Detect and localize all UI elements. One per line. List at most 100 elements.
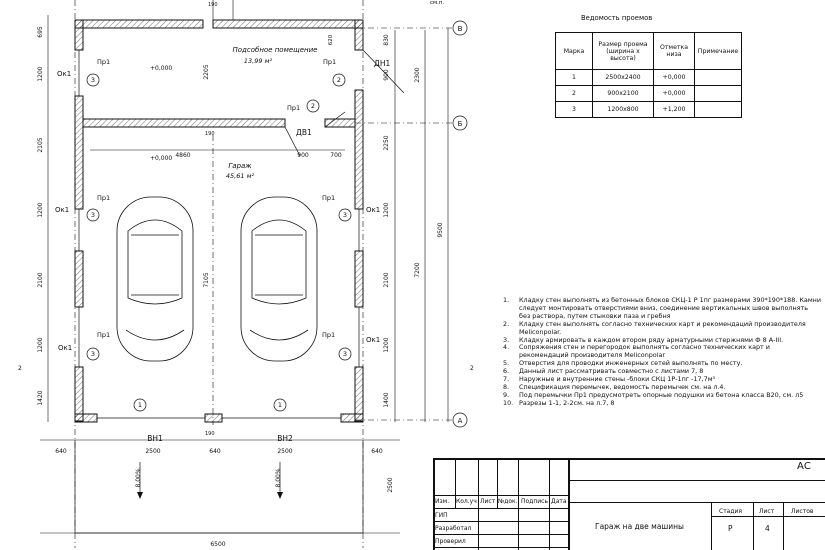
dim-text: 700 [330,152,342,159]
dim-text: 830 [383,34,390,46]
table-header: Отметка низа [653,32,695,70]
room-name-garage: Гараж [228,162,252,170]
dim-text: 2105 [37,137,44,152]
marker-circles [86,73,352,412]
dim-text: 2500 [387,477,394,492]
note-item: 10.Разрезы 1-1, 2-2см. на л.7, 8 [503,398,615,407]
stamp-role: Проверил [435,538,466,545]
room-area-utility: 13,99 м² [244,57,273,65]
dim-text: 900 [383,69,390,81]
dim-text: 1200 [37,337,44,352]
dim-text: 640 [55,448,67,455]
dim-text: 1200 [383,202,390,217]
dim-text: 1200 [37,66,44,81]
dim-text: 1200 [37,202,44,217]
dim-text: 190 [205,131,215,137]
window-label: Ок1 [57,70,71,78]
dim-text: 1200 [383,337,390,352]
dim-text: 2300 [414,67,421,82]
note-item: 1.Кладку стен выполнять из бетонных блок… [503,296,821,320]
marker-number: 3 [91,350,95,358]
stamp-col: №док. [498,498,518,505]
stamp-role: Разработал [435,525,472,532]
dim-text: 900 [297,152,309,159]
door-label: ДН1 [374,59,390,68]
marker-number: 3 [91,76,95,84]
room-area-garage: 45,61 м² [226,172,255,180]
marker-number: 2 [311,102,315,110]
dim-text: 1400 [383,392,390,407]
dim-text: 9500 [437,222,444,237]
dim-text: 2100 [37,272,44,287]
marker-number: 3 [343,211,347,219]
dim-text: 2250 [383,135,390,150]
windows [78,50,360,367]
stamp-col: Дата [551,498,567,505]
lintel-label: Пр1 [323,58,336,66]
stamp-role: ГИП [435,512,448,519]
slope-label: 8,00% [135,468,142,487]
sheets-header: Листов [791,508,814,515]
stage-value: Р [728,524,733,533]
dim-text: 2205 [203,64,210,79]
general-notes: 1.Кладку стен выполнять из бетонных блок… [503,296,821,408]
dim-text: 620 [328,34,334,45]
note-item: 5.Отверстия для проводки инженерных сете… [503,359,743,368]
dimension-lines [40,0,449,534]
note-item: 6.Данный лист рассматривать совместно с … [503,367,704,376]
car-left [116,196,194,362]
window-label: Ок1 [58,344,72,352]
lintel-label: Пр1 [97,58,110,66]
section-mark: 2 [18,365,22,372]
drawing-title: Гараж на две машины [595,522,684,531]
marker-number: 1 [278,401,282,409]
door-label: ДВ1 [296,128,312,137]
note-item: 9.Под перемычки Пр1 предусмотреть опорны… [503,390,804,399]
note-item: 2.Кладку стен выполнять согласно техниче… [503,319,806,336]
dim-text: 695 [37,26,44,38]
stamp-col: Изм. [435,498,450,505]
title-block: АС Изм. Кол.уч Лист №док. Подпись Дата Г… [433,458,825,550]
lintel-label: Пр1 [97,331,110,339]
sheet-header: Лист [759,508,775,515]
window-label: Ок1 [55,206,69,214]
dim-text: 6500 [210,541,225,548]
axis-bubbles [452,20,468,428]
openings-table-title: Ведомость проемов [581,14,653,22]
lintel-label: Пр1 [97,194,110,202]
gate-label: ВН1 [147,434,163,443]
lintel-label: Пр1 [322,194,335,202]
lintel-label: Пр1 [322,331,335,339]
table-header: Размер проема (ширина х высота) [592,32,654,70]
stage-header: Стадия [719,508,743,515]
dim-text: 640 [371,448,383,455]
stamp-col: Лист [480,498,496,505]
dim-text: 2500 [277,448,292,455]
lintel-label: Пр1 [287,104,300,112]
gate-label: ВН2 [277,434,293,443]
axis-label-b: В [458,25,463,33]
dim-text: 7200 [414,262,421,277]
dim-text: 190 [205,431,215,437]
sheet-value: 4 [765,524,770,533]
section-mark: 2 [470,365,474,372]
see-note: см.п. [430,0,445,6]
window-label: Ок1 [366,336,380,344]
dim-text: 4860 [175,152,190,159]
marker-number: 1 [138,401,142,409]
stamp-col: Кол.уч [456,498,477,505]
note-item: 7.Наружные и внутренние стены -блоки СКЦ… [503,375,716,384]
table-row: 2 900x2100 +0,000 [555,85,742,102]
axis-label-a: А [458,417,463,425]
doc-code: АС [797,461,811,472]
car-right [240,196,318,362]
dim-text: 1420 [37,390,44,405]
dim-text: 7105 [203,272,210,287]
dim-text: 2500 [145,448,160,455]
marker-number: 2 [337,76,341,84]
doors [284,49,405,157]
table-header: Примечание [694,32,742,70]
marker-number: 3 [91,211,95,219]
table-row: 3 1200x800 +1,200 [555,101,742,118]
